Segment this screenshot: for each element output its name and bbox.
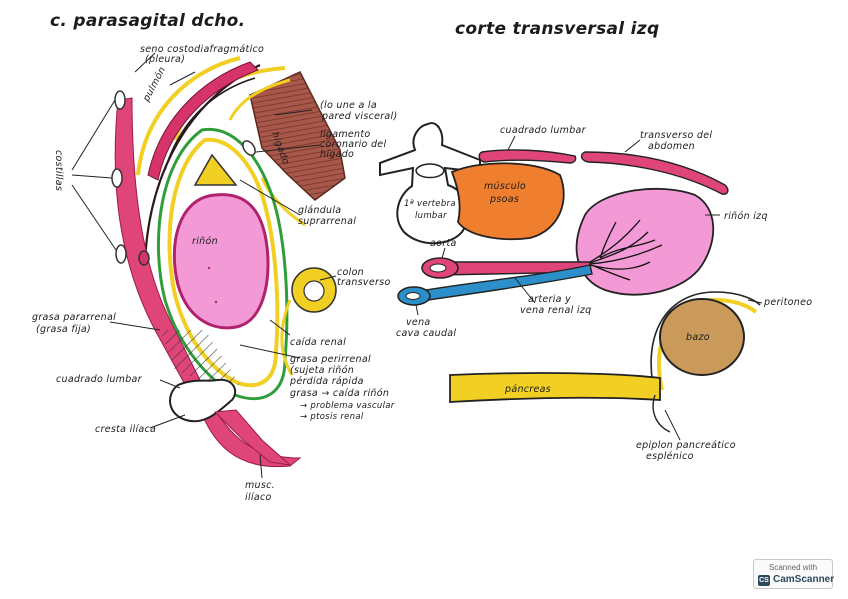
label-musc: musc. [245,480,275,491]
transversus-abdominis-band [580,151,729,195]
label-grasa-perirrenal: grasa perirrenal [290,354,371,365]
label-psoas: psoas [489,194,519,205]
yellow-curve-inner [228,78,291,121]
label-aorta: aorta [430,238,457,249]
label-transverso: transverso del [640,130,712,141]
kidney-left [575,187,715,296]
transverse-colon-lumen [303,280,325,302]
aorta-lumen [429,263,447,273]
scanned-with-text: Scanned with [768,563,818,572]
liver-shape [249,71,346,201]
renal-fascia-green [156,127,289,401]
label-suprarrenal: suprarrenal [298,216,356,227]
adrenal-gland [193,153,238,186]
colon-yellow-tail [280,299,294,376]
yellow-curve-liver [260,177,306,227]
label-bazo: bazo [686,332,710,343]
label-rinon-izq: riñón izq [724,211,768,222]
label-seno: seno costodiafragmático [140,44,264,55]
label-higado2: hígado [320,149,354,160]
label-grasa-fija: (grasa fija) [36,324,91,335]
iliacus-muscle [213,409,292,466]
vena-cava-lumen [405,292,421,300]
label-grasa-caida: grasa → caída riñón [290,388,389,399]
epiplon-line [652,394,671,433]
right-leader-lines [415,135,763,441]
camscanner-logo-icon: CS [758,575,770,586]
label-esplenico: esplénico [646,451,694,462]
label-vena: vena [406,317,431,328]
rib-2 [111,168,123,188]
label-glandula: glándula [298,205,341,216]
intercostal-muscle-band [114,97,302,468]
label-pared: pared visceral) [321,111,398,122]
iliac-crest-bone [169,378,237,423]
label-cuadrado-lumbar-left: cuadrado lumbar [56,374,143,385]
label-pulmon: pulmón [140,65,168,104]
quadratus-lumborum-band [478,149,577,164]
label-vena-renal: vena renal izq [520,305,591,316]
renal-vein [413,264,593,303]
pleura-yellow-curve [136,56,241,176]
rib-3 [115,244,127,264]
label-arteria: arteria y [528,294,571,305]
lung-pink-strip [147,61,259,181]
label-ligamento: ligamento [320,129,371,140]
label-une: (lo une a la [320,100,377,111]
vertebral-foramen [415,163,445,179]
label-abdomen: abdomen [648,141,695,152]
label-cava-caudal: cava caudal [396,328,456,339]
spleen [659,298,745,376]
label-vertebra-1: 1ª vertebra [404,199,456,209]
renal-hilum-branches [589,219,663,281]
left-leader-lines [71,52,337,479]
camscanner-badge: Scanned with CS CamScanner [753,559,835,589]
kidney-dot [207,266,211,270]
left-labels: seno costodiafragmático (pleura) pulmón … [32,44,398,503]
lung-line-2 [164,77,256,171]
camscanner-name: CamScanner [773,574,835,585]
label-pancreas: páncreas [504,384,551,395]
label-peritoneo: peritoneo [763,297,812,308]
label-rinon: riñón [192,236,218,247]
lumbar-vertebra [379,122,481,245]
label-cuadrado-lumbar-right: cuadrado lumbar [500,125,587,136]
label-costillas: costillas [53,150,64,191]
right-title: corte transversal izq [455,19,659,39]
rib-4 [138,250,150,266]
kidney-right [172,193,270,330]
label-iliaco: ilíaco [245,492,272,503]
right-labels: cuadrado lumbar transverso del abdomen 1… [396,125,812,462]
coronary-ligament-dot [242,140,256,156]
label-problema: → problema vascular [300,401,395,411]
label-grasa-pararrenal: grasa pararrenal [32,312,116,323]
label-pleura: (pleura) [145,54,185,65]
pararenal-fat-hatch [160,330,240,385]
label-sujeta: (sujeta riñón [290,365,354,376]
label-musculo: músculo [484,181,526,192]
pancreas [449,372,661,403]
kidney-dot-2 [214,300,218,304]
label-cresta: cresta ilíaca [95,424,156,435]
perirenal-fat-yellow [167,137,280,388]
label-epiplon: epiplon pancreático [636,440,736,451]
label-colon-transverso: transverso [337,277,391,288]
psoas-muscle [450,162,565,241]
rib-1 [114,90,126,110]
label-perdida: pérdida rápida [289,376,364,387]
label-vertebra-2: lumbar [415,211,447,221]
peritoneum-line [650,291,761,396]
label-ptosis: → ptosis renal [300,412,364,422]
left-title: c. parasagital dcho. [50,11,245,31]
label-coronario: coronario del [320,139,386,150]
label-colon: colon [337,267,364,278]
label-caida-renal: caída renal [290,337,346,348]
